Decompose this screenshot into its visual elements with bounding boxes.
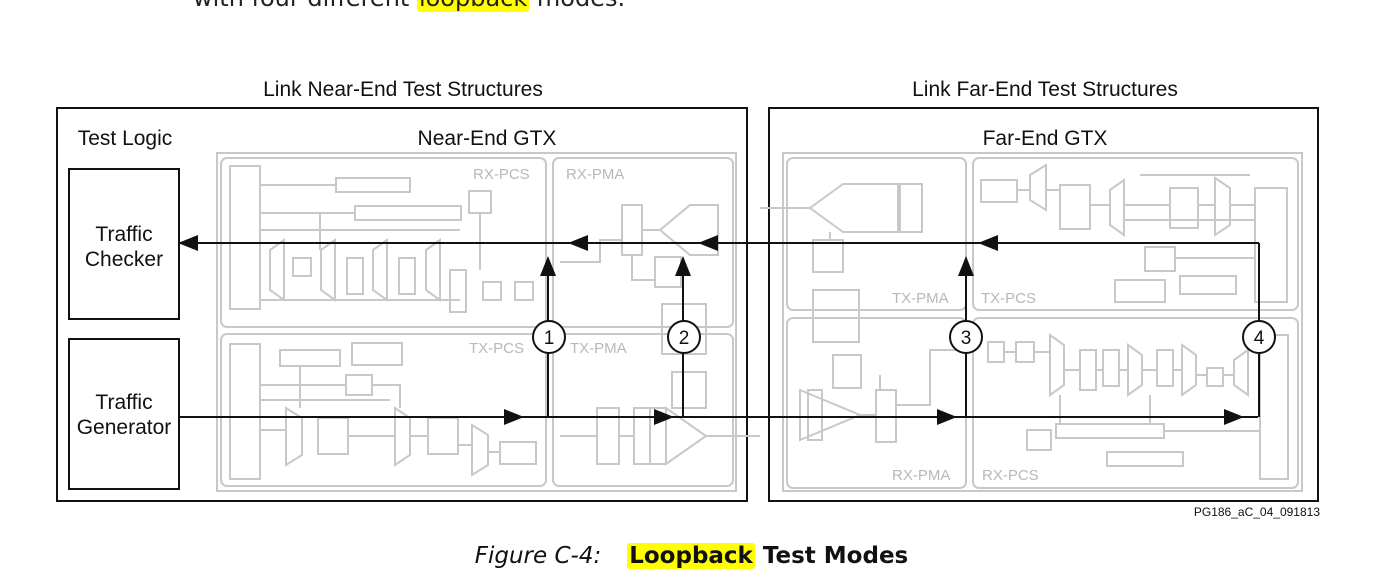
far-rx-pcs-label: RX-PCS	[982, 467, 1039, 484]
traffic-generator-line1: Traffic	[95, 391, 152, 414]
far-end-gtx-title: Far-End GTX	[983, 127, 1108, 150]
test-logic-label: Test Logic	[78, 127, 173, 150]
loopback-marker-2: 2	[667, 320, 701, 354]
far-end-section-title: Link Far-End Test Structures	[912, 78, 1178, 101]
loopback-number-3: 3	[961, 328, 972, 349]
loopback-paths	[178, 235, 1260, 425]
far-gtx-internals	[760, 152, 1303, 492]
loopback-marker-4: 4	[1242, 320, 1276, 354]
loopback-number-1: 1	[544, 328, 555, 349]
intro-prefix: with four different	[193, 0, 417, 12]
near-end-section-title: Link Near-End Test Structures	[263, 78, 543, 101]
near-rx-pma-label: RX-PMA	[566, 166, 624, 183]
near-tx-pcs-label: TX-PCS	[469, 340, 524, 357]
loopback-number-4: 4	[1254, 328, 1265, 349]
intro-text: with four different loopback modes.	[193, 0, 625, 12]
near-rx-pcs-label: RX-PCS	[473, 166, 530, 183]
traffic-generator-line2: Generator	[77, 416, 172, 439]
loopback-marker-1: 1	[532, 320, 566, 354]
far-end-box	[768, 107, 1319, 502]
far-rx-pma-label: RX-PMA	[892, 467, 950, 484]
traffic-checker-block: Traffic Checker	[68, 168, 180, 320]
loopback-number-2: 2	[679, 328, 690, 349]
traffic-checker-line1: Traffic	[95, 223, 152, 246]
near-tx-pma-label: TX-PMA	[570, 340, 627, 357]
figure-id: PG186_aC_04_091813	[1194, 505, 1320, 519]
figure-caption: Figure C-4: Loopback Test Modes	[0, 543, 1383, 569]
caption-label: Figure C-4:	[474, 543, 602, 569]
far-tx-pcs-label: TX-PCS	[981, 290, 1036, 307]
near-end-gtx-title: Near-End GTX	[418, 127, 557, 150]
intro-highlight: loopback	[416, 0, 530, 12]
caption-highlight: Loopback	[627, 543, 755, 569]
loopback-diagram: Link Near-End Test Structures Link Far-E…	[56, 78, 1320, 519]
traffic-checker-line2: Checker	[85, 248, 163, 271]
intro-suffix: modes.	[529, 0, 625, 12]
loopback-marker-3: 3	[949, 320, 983, 354]
far-tx-pma-label: TX-PMA	[892, 290, 949, 307]
near-end-box	[56, 107, 748, 502]
traffic-generator-block: Traffic Generator	[68, 338, 180, 490]
caption-rest: Test Modes	[754, 543, 909, 569]
